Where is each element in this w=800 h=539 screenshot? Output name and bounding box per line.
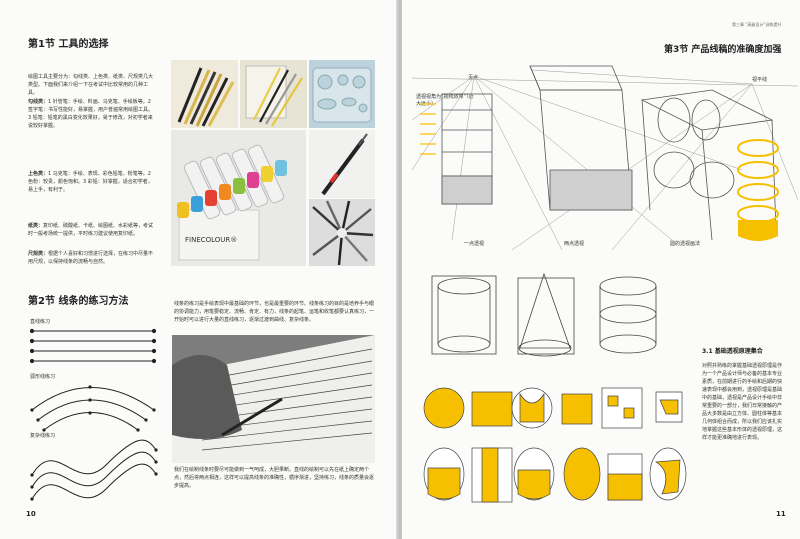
label-one-point: 一点透视 [464, 240, 484, 247]
label-cylinder: 圆的透视画法 [670, 240, 700, 247]
tool3-text: 复印纸、硫酸纸、卡纸、绘图纸、水彩纸等，考试时一般考场统一提供，平时练习建议使用… [28, 223, 153, 237]
left-page-number: 10 [26, 510, 36, 518]
section2-title: 第2节 线条的练习方法 [28, 292, 128, 307]
perspective-sketch [412, 60, 798, 260]
tool3-label: 纸类： [28, 223, 43, 229]
tool1-label: 勾线类： [28, 99, 48, 105]
section3-title: 第3节 产品线稿的准确度加强 [664, 42, 781, 55]
subsection-title: 3.1 基础透视原理集合 [702, 346, 763, 355]
section2-text1: 线条的练习是手绘表现中最基础的环节，也是最重要的环节。线条练习的目的是培养手与眼… [174, 300, 374, 332]
section2-text2: 我们在绘制线条时要尽可能做到一气呵成，大胆果断。直线的绘制可以先在纸上确定两个点… [174, 466, 374, 508]
photo-pens-package [240, 60, 307, 128]
photo-pen-closeup [309, 130, 375, 198]
label-two-point: 两点透视 [564, 240, 584, 247]
tool3-block: 纸类：复印纸、硫酸纸、卡纸、绘图纸、水彩纸等，考试时一般考场统一提供，平时练习建… [28, 222, 156, 246]
marker-box-brand: FINECOLOUR® [185, 236, 237, 244]
photo-pencils [171, 60, 238, 128]
left-page: 第1节 工具的选择 绘图工具主要分为：勾线类、上色类、纸类、尺规类几大类型。下面… [0, 0, 398, 539]
photo-hand-drawing [172, 335, 375, 463]
line-practice-sketch [26, 325, 166, 510]
right-page: 第三章 “高级设计”训练提升 第3节 产品线稿的准确度加强 灭点 视平线 透视视… [402, 0, 800, 539]
tool4-block: 尺规类：根据个人喜好和习惯进行选择，在练习中尽量不用尺规，以保持线条的流畅与自然… [28, 250, 156, 274]
tool2-block: 上色类：1 马克笔：手绘、表现、彩色铅笔、粉笔等。2 色粉：较贵，颜色饱和。3 … [28, 170, 156, 220]
tool2-label: 上色类： [28, 171, 48, 177]
tool4-label: 尺规类： [28, 251, 48, 257]
section1-title: 第1节 工具的选择 [28, 35, 108, 50]
yellow-forms-sketch [422, 382, 692, 512]
line-label-straight: 直线练习 [30, 318, 50, 325]
subsection-text: 对照并熟练的掌握基础透视原理是作为一个产品设计师与必备的基本专业素质，在前期进行… [702, 362, 782, 502]
photo-stencil [309, 60, 375, 128]
solids-sketch [424, 268, 674, 358]
tool1-block: 勾线类：1 针管笔：手绘、料画、马克笔、手绘板等。2 签字笔：书写性能好，易掌握… [28, 98, 156, 168]
right-page-number: 11 [776, 510, 786, 518]
photo-colored-pencils [309, 199, 375, 266]
photo-markers: FINECOLOUR® [171, 130, 306, 266]
section1-intro: 绘图工具主要分为：勾线类、上色类、纸类、尺规类几大类型。下面我们来介绍一下在考试… [28, 73, 156, 95]
running-header: 第三章 “高级设计”训练提升 [732, 22, 781, 28]
